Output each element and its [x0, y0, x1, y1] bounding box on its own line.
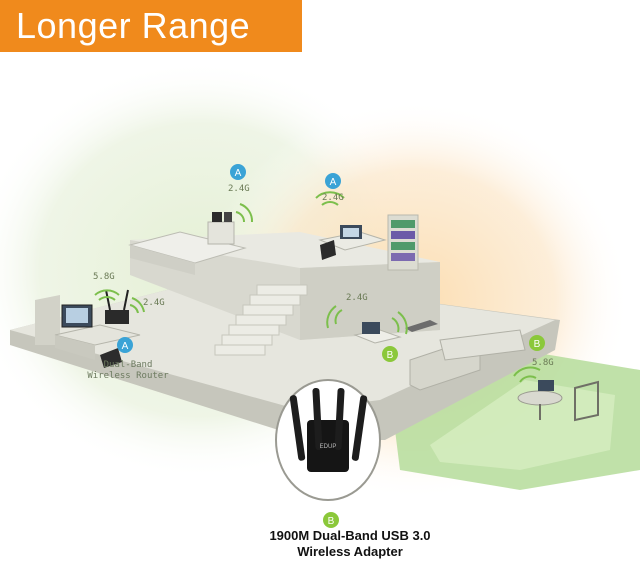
longer-range-banner: Longer Range	[0, 0, 302, 52]
router	[105, 310, 129, 324]
router-caption-line2: Wireless Router	[87, 371, 169, 381]
marker-a-upper-left: A	[230, 164, 246, 180]
adapter-brand-text: EDUP	[320, 444, 337, 450]
marker-b-mid: B	[382, 346, 398, 362]
band-label-5-8g-outdoor: 5.8G	[532, 358, 554, 368]
band-label-2-4g-upper-left: 2.4G	[228, 184, 250, 194]
adapter-caption-line2: Wireless Adapter	[297, 544, 403, 559]
marker-a-router: A	[117, 337, 133, 353]
router-caption-line1: Dual-Band	[103, 360, 153, 370]
band-label-2-4g-upper-right: 2.4G	[322, 193, 344, 203]
marker-b-mid-label: B	[387, 350, 394, 361]
usb-adapter-inset: EDUP	[275, 379, 381, 501]
band-label-2-4g-mid: 2.4G	[346, 293, 368, 303]
wifi-signal-icons	[94, 191, 541, 383]
band-label-5-8g-router: 5.8G	[93, 272, 115, 282]
adapter-caption-line1: 1900M Dual-Band USB 3.0	[269, 528, 431, 543]
marker-b-caption: B	[323, 512, 339, 528]
marker-a-router-label: A	[122, 341, 129, 352]
marker-b-outdoor: B	[529, 335, 545, 351]
marker-a-upper-right: A	[325, 173, 341, 189]
marker-a-upper-right-label: A	[330, 177, 337, 188]
marker-a-upper-left-label: A	[235, 168, 242, 179]
marker-b-outdoor-label: B	[534, 339, 541, 350]
adapter-caption: 1900M Dual-Band USB 3.0 Wireless Adapter	[250, 528, 450, 560]
band-label-2-4g-router: 2.4G	[143, 298, 165, 308]
staircase	[214, 284, 308, 356]
marker-b-caption-label: B	[328, 516, 335, 527]
router-caption: Dual-Band Wireless Router	[80, 360, 176, 382]
